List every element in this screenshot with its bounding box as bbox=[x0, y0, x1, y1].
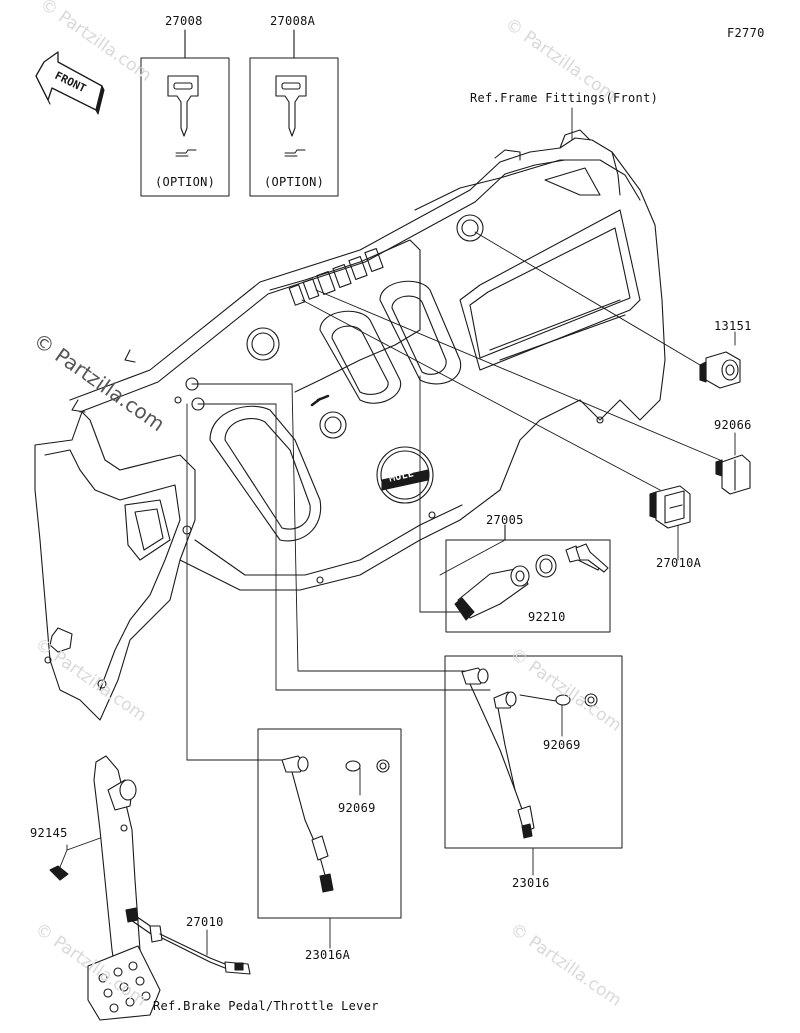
part-number-92145: 92145 bbox=[30, 826, 68, 840]
keys-icon bbox=[565, 543, 609, 573]
option-label-1: (OPTION) bbox=[155, 175, 216, 189]
part-number-92069-right: 92069 bbox=[543, 738, 581, 752]
part-number-23016: 23016 bbox=[512, 876, 550, 890]
figure-code: F2770 bbox=[727, 26, 765, 40]
harness-box-23016a bbox=[257, 728, 402, 919]
part-number-27010: 27010 bbox=[186, 915, 224, 929]
ignition-switch-27005 bbox=[454, 565, 530, 621]
nut-92210 bbox=[535, 554, 557, 578]
brake-switch-27010 bbox=[125, 907, 251, 975]
key-icon bbox=[167, 75, 199, 157]
socket-13151 bbox=[699, 351, 741, 389]
part-number-13151: 13151 bbox=[714, 319, 752, 333]
harness-23016a bbox=[281, 755, 390, 893]
part-number-92069-left: 92069 bbox=[338, 801, 376, 815]
part-number-27010a: 27010A bbox=[656, 556, 702, 570]
option-label-2: (OPTION) bbox=[264, 175, 325, 189]
part-number-92066: 92066 bbox=[714, 418, 752, 432]
part-number-27008a: 27008A bbox=[270, 14, 316, 28]
ref-frame-fittings: Ref.Frame Fittings(Front) bbox=[470, 91, 659, 105]
part-number-23016a: 23016A bbox=[305, 948, 351, 962]
part-number-92210: 92210 bbox=[528, 610, 566, 624]
harness-box-23016 bbox=[444, 655, 623, 849]
part-number-27005: 27005 bbox=[486, 513, 524, 527]
leader-lines bbox=[57, 107, 736, 1007]
ref-brake-pedal: Ref.Brake Pedal/Throttle Lever bbox=[153, 999, 379, 1013]
ignition-box-27005 bbox=[445, 539, 611, 633]
front-arrow-icon: FRONT bbox=[35, 51, 105, 115]
switch-27010a bbox=[649, 485, 691, 529]
key-icon bbox=[275, 75, 307, 157]
switch-92066 bbox=[715, 454, 751, 495]
part-number-27008: 27008 bbox=[165, 14, 203, 28]
harness-23016 bbox=[461, 667, 598, 839]
brake-pedal bbox=[49, 755, 161, 1021]
